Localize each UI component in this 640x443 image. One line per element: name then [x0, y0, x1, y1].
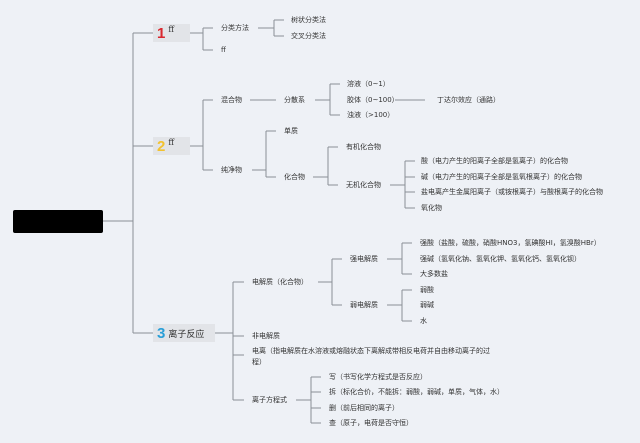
section-1-node[interactable]: 1 ff	[153, 24, 190, 42]
section-number: 2	[157, 137, 166, 155]
topic-non-electrolyte[interactable]: 非电解质	[252, 332, 280, 340]
topic-inorganic[interactable]: 无机化合物	[346, 181, 381, 189]
topic-item[interactable]: 拆（标化合价，不能拆：弱酸，弱碱，单质，气体，水）	[329, 388, 504, 396]
topic-item[interactable]: 盐电离产生金属阳离子（或铵根离子）与酸根离子的化合物	[421, 188, 603, 196]
topic-electrolyte[interactable]: 电解质（化合物）	[252, 278, 308, 286]
topic-item[interactable]: 氧化物	[421, 204, 442, 212]
topic-strong-electrolyte[interactable]: 强电解质	[350, 255, 378, 263]
topic-item[interactable]: 浊液（>100）	[347, 111, 395, 119]
section-number: 3	[157, 324, 166, 342]
topic-weak-electrolyte[interactable]: 弱电解质	[350, 301, 378, 309]
topic-item[interactable]: 溶液（0~1）	[347, 80, 390, 88]
section-3-node[interactable]: 3 离子反应	[153, 324, 215, 342]
topic-compound[interactable]: 化合物	[284, 173, 305, 181]
topic-item[interactable]: 弱酸	[420, 286, 434, 294]
section-label: 离子反应	[168, 329, 205, 340]
topic-item[interactable]: 强酸（盐酸，硫酸，硝酸HNO3，氢碘酸HI，氢溴酸HBr）	[420, 239, 601, 247]
topic-item[interactable]: 弱碱	[420, 301, 434, 309]
section-2-node[interactable]: 2 ff	[153, 137, 190, 155]
topic-item[interactable]: 碱（电力产生的阳离子全部是氢氧根离子）的化合物	[421, 173, 582, 181]
topic-item[interactable]: 酸（电力产生的阳离子全部是氢离子）的化合物	[421, 157, 568, 165]
topic-item[interactable]: 查（原子，电荷是否守恒）	[329, 419, 413, 427]
topic-element[interactable]: 单质	[284, 127, 298, 135]
topic-item[interactable]: 大多数盐	[420, 270, 448, 278]
topic-ionization[interactable]: 电离（指电解质在水溶液或熔融状态下离解成带相反电荷并自由移动离子的过	[252, 347, 490, 355]
topic-pure[interactable]: 纯净物	[221, 166, 242, 174]
section-label: ff	[168, 138, 175, 147]
topic-ionic-equation[interactable]: 离子方程式	[252, 396, 287, 404]
root-node[interactable]	[13, 210, 103, 233]
topic-mixture[interactable]: 混合物	[221, 96, 242, 104]
topic-tyndall[interactable]: 丁达尔效应（通路）	[437, 96, 500, 104]
topic-organic[interactable]: 有机化合物	[346, 143, 381, 151]
section-label: ff	[168, 25, 175, 34]
topic-ionization-cont[interactable]: 程）	[252, 358, 266, 366]
topic-item[interactable]: 写（书写化学方程式是否反应）	[329, 373, 427, 381]
topic-ff[interactable]: ff	[221, 46, 226, 54]
topic-item[interactable]: 删（前后相同的离子）	[329, 404, 399, 412]
topic-classification-method[interactable]: 分类方法	[221, 24, 249, 32]
section-number: 1	[157, 24, 166, 42]
topic-item[interactable]: 水	[420, 317, 427, 325]
topic-item[interactable]: 强碱（氢氧化钠、氢氧化钾、氢氧化钙、氢氧化钡）	[420, 255, 581, 263]
topic-item[interactable]: 交叉分类法	[291, 32, 326, 40]
topic-item[interactable]: 树状分类法	[291, 16, 326, 24]
topic-dispersion[interactable]: 分散系	[284, 96, 305, 104]
topic-item[interactable]: 胶体（0~100）	[347, 96, 399, 104]
